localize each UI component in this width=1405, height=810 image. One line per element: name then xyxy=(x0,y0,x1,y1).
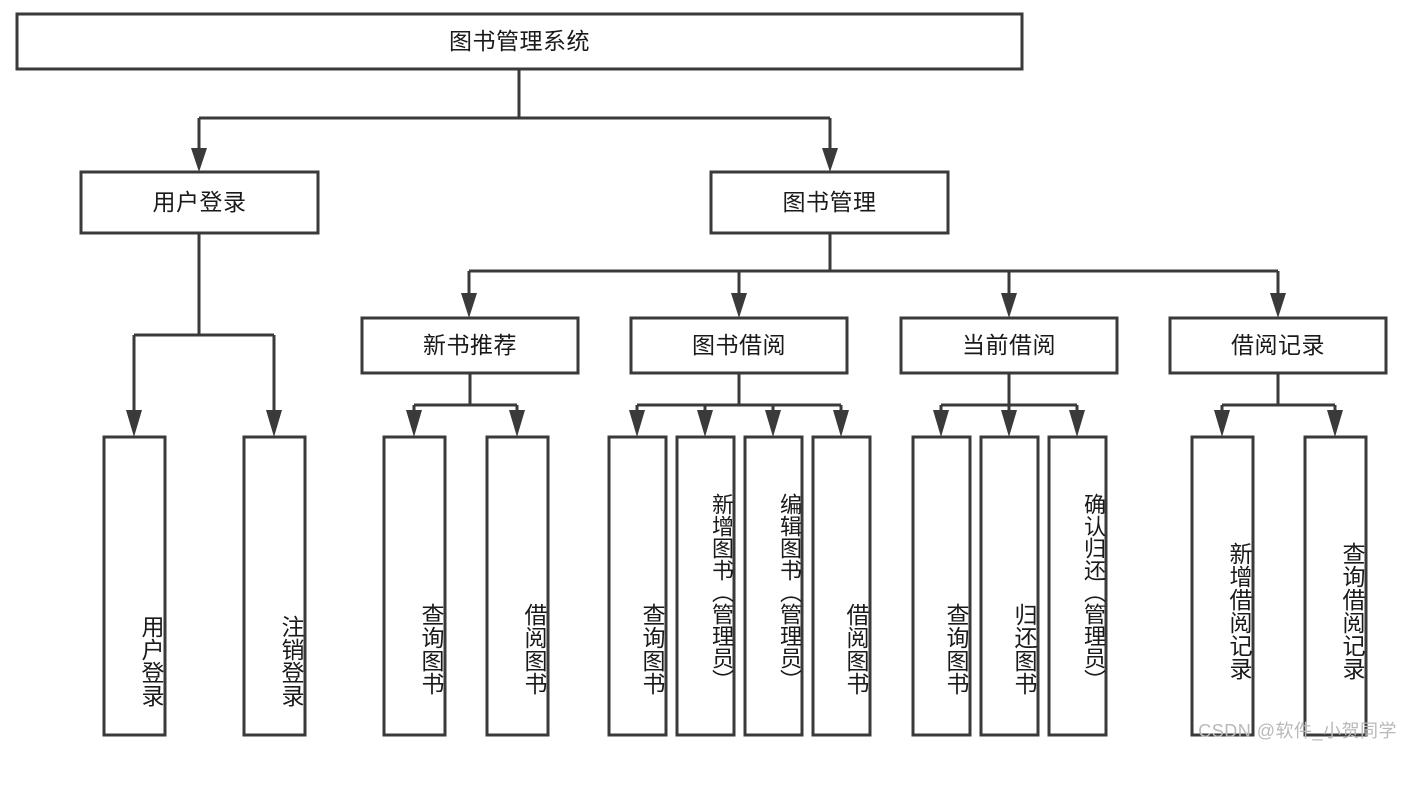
arrowhead-book-borrow-leaf-2 xyxy=(697,410,713,437)
arrowhead-root-to-book-mgmt xyxy=(822,148,838,172)
leaf-box-book-borrow-3[interactable] xyxy=(743,435,804,737)
node-new-book-box[interactable] xyxy=(360,316,580,375)
diagram-svg xyxy=(15,12,1388,737)
arrowhead-level3-new-book xyxy=(461,293,477,318)
arrowhead-current-borrow-leaf-2 xyxy=(1001,410,1017,437)
arrowhead-book-borrow-leaf-3 xyxy=(765,410,781,437)
leaf-box-current-borrow-1[interactable] xyxy=(911,435,972,737)
leaf-box-borrow-record-1[interactable] xyxy=(1190,435,1255,737)
arrowhead-level3-book-borrow xyxy=(731,293,747,318)
leaf-box-current-borrow-3[interactable] xyxy=(1047,435,1108,737)
arrowhead-borrow-record-leaf-2 xyxy=(1327,410,1343,437)
arrowhead-book-borrow-leaf-1 xyxy=(629,410,645,437)
arrowhead-book-borrow-leaf-4 xyxy=(833,410,849,437)
arrowhead-user-login-leaf-1 xyxy=(126,410,142,437)
arrowhead-user-login-leaf-2 xyxy=(266,410,282,437)
leaf-box-new-book-2[interactable] xyxy=(485,435,550,737)
leaf-box-book-borrow-2[interactable] xyxy=(675,435,736,737)
arrowhead-borrow-record-leaf-1 xyxy=(1214,410,1230,437)
arrowhead-level3-current-borrow xyxy=(1001,293,1017,318)
arrowhead-root-to-user-login xyxy=(191,148,207,172)
leaf-box-borrow-record-2[interactable] xyxy=(1303,435,1368,737)
leaf-box-user-login-1[interactable] xyxy=(102,435,167,737)
node-root-box[interactable] xyxy=(15,12,1024,71)
arrowhead-new-book-leaf-1 xyxy=(406,410,422,437)
node-current-borrow-box[interactable] xyxy=(899,316,1119,375)
node-book-management-box[interactable] xyxy=(709,170,950,235)
arrowhead-level3-borrow-record xyxy=(1270,293,1286,318)
diagram-canvas-root: 图书管理系统 用户登录 图书管理 新书推荐 图书借阅 当前借阅 借阅记录 用户登… xyxy=(15,12,1397,741)
arrowhead-new-book-leaf-2 xyxy=(509,410,525,437)
leaf-box-current-borrow-2[interactable] xyxy=(979,435,1040,737)
leaf-box-book-borrow-1[interactable] xyxy=(607,435,668,737)
node-user-login-box[interactable] xyxy=(79,170,320,235)
arrowhead-current-borrow-leaf-1 xyxy=(933,410,949,437)
leaf-box-user-login-2[interactable] xyxy=(242,435,307,737)
csdn-watermark: CSDN @软件_小贺同学 xyxy=(1198,721,1397,741)
node-borrow-record-box[interactable] xyxy=(1168,316,1388,375)
leaf-box-new-book-1[interactable] xyxy=(382,435,447,737)
arrowhead-current-borrow-leaf-3 xyxy=(1069,410,1085,437)
node-book-borrow-box[interactable] xyxy=(629,316,849,375)
leaf-box-book-borrow-4[interactable] xyxy=(811,435,872,737)
